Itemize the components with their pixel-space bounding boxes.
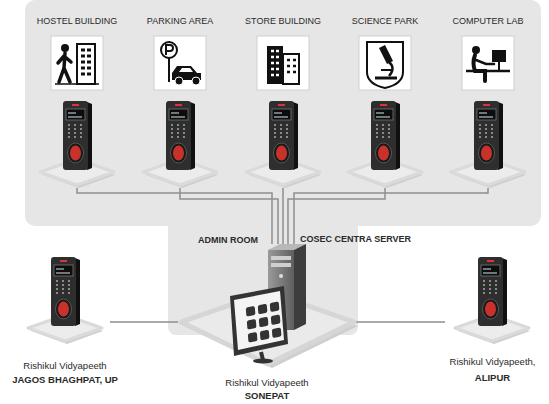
monitor-stand [261,352,263,360]
microscope-tube [379,45,393,64]
person-body [58,53,71,82]
branch-node: Rishikul VidyapeethJAGOS BHAGHPAT, UP [20,256,110,390]
icon-box [257,36,309,90]
reader-device [246,101,321,188]
car-window [179,68,193,72]
location-node: SCIENCE PARK [335,10,435,188]
server-label: COSEC CENTRA SERVER [300,234,411,245]
network-wire [356,321,445,323]
reader-device [40,101,115,188]
icon-box [154,36,206,90]
site-name: Rishikul Vidyapeeth [23,360,106,371]
parking-icon [154,36,206,90]
parking-p-mark [166,45,173,55]
person-arm [476,60,494,64]
desk-monitor [492,50,506,62]
location-label: STORE BUILDING [245,16,321,27]
location-label: COMPUTER LAB [452,16,523,27]
badge-outline [367,42,403,88]
building-windows [81,50,91,74]
microscope-base [375,77,397,80]
monitor-stand [498,62,500,71]
location-node: STORE BUILDING [233,10,333,188]
admin-room: ADMIN ROOMCOSEC CENTRA SERVERRishikul Vi… [168,222,358,335]
campus-panel [25,0,541,226]
location-label: SCIENCE PARK [352,16,418,27]
location-node: PARKING AREA [130,10,230,188]
location-node: COMPUTER LAB [438,10,538,188]
icon-box [462,36,514,90]
microscope-stage [381,69,391,71]
sign-circle [161,42,177,58]
car-wheel [192,77,200,85]
location-label: PARKING AREA [147,16,213,27]
reader-device [348,101,423,188]
reader-device [455,257,530,344]
site-name: Rishikul Vidyapeeth, [450,356,536,367]
building-outline [77,44,95,84]
site-name: Rishikul Vidyapeeth [225,377,308,388]
sign-pole [168,58,170,82]
reader-device [451,101,526,188]
location-node: HOSTEL BUILDING [27,10,127,188]
monitor-base [253,359,273,364]
building-windows [271,51,279,75]
car-wheel [175,77,183,85]
tall-building [267,46,283,84]
hostel-icon [51,36,103,90]
site-place: JAGOS BHAGHPAT, UP [12,374,118,385]
person-head [472,46,480,54]
microscope-arm [389,62,393,76]
science-icon [359,36,411,90]
room-label: ADMIN ROOM [198,235,258,246]
low-building [283,54,299,84]
person-body [474,55,486,81]
reader-device [143,101,218,188]
site-place: ALIPUR [475,372,510,383]
store-icon [257,36,309,90]
building-windows [287,60,296,72]
computer-icon [462,36,514,90]
network-wire [294,188,488,244]
branch-node: Rishikul Vidyapeeth, ALIPUR [445,256,540,390]
desk [466,70,510,73]
person-head [61,44,69,52]
icon-box [359,36,411,90]
server-node: COSEC CENTRA SERVERRishikul VidyapeethSO… [178,244,356,398]
icon-box [51,36,103,90]
ground-line [55,83,99,85]
car-body [172,66,201,80]
location-label: HOSTEL BUILDING [37,16,118,27]
site-place: SONEPAT [245,390,290,401]
reader-device [28,257,103,344]
